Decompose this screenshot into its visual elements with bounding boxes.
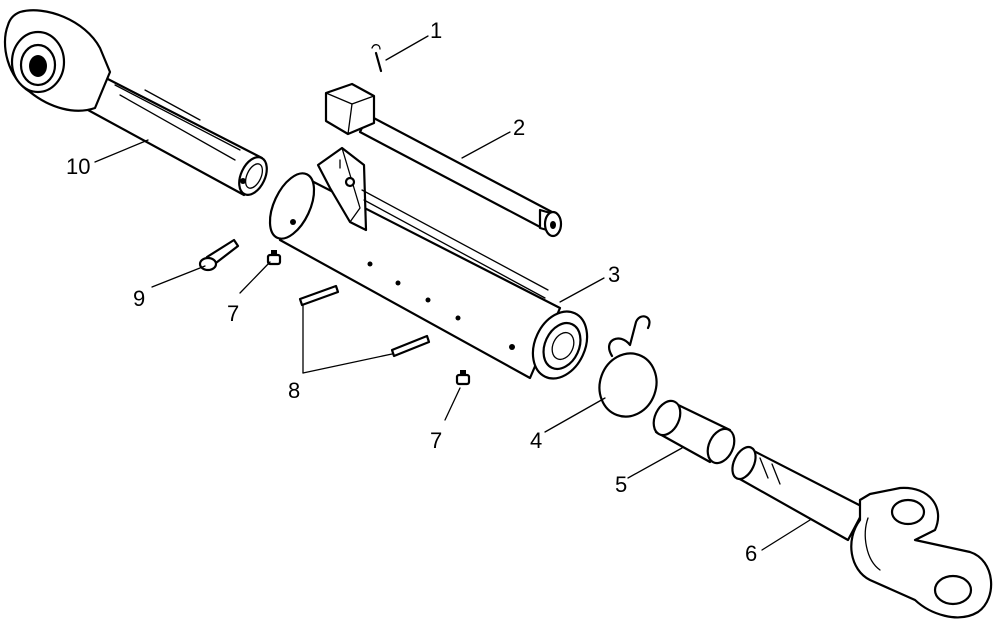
leader-lines (94, 35, 811, 551)
part-2-adjusting-rod (324, 82, 563, 238)
part-1-cotter-pin (371, 44, 383, 73)
part-3-tube-body (268, 146, 589, 380)
callout-5: 5 (615, 472, 627, 497)
part-6-yoke-end (731, 445, 993, 619)
callout-7-lower: 7 (430, 428, 442, 453)
part-8-roll-pins (298, 284, 431, 358)
callout-8: 8 (288, 378, 300, 403)
callout-1: 1 (430, 18, 442, 43)
callout-9: 9 (133, 286, 145, 311)
part-7-grease-fitting-lower (455, 370, 471, 386)
part-7-grease-fitting-upper (266, 250, 282, 266)
callout-2: 2 (513, 115, 525, 140)
callout-4: 4 (530, 428, 542, 453)
part-9-clevis-pin (198, 238, 240, 272)
part-5-sleeve (652, 399, 736, 465)
part-10-ball-end-rod (3, 9, 268, 197)
callout-10: 10 (66, 154, 90, 179)
callout-3: 3 (608, 262, 620, 287)
callout-labels: 1 2 3 4 5 6 7 7 8 9 10 (66, 18, 757, 566)
callout-7-upper: 7 (227, 301, 239, 326)
part-4-spring-clip (598, 315, 658, 418)
callout-6: 6 (745, 541, 757, 566)
